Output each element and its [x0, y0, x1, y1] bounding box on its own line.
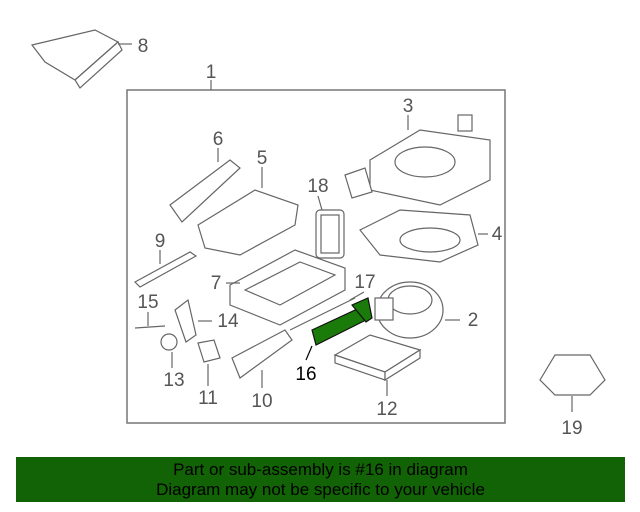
assembly-frame: [126, 89, 506, 424]
part-7-case[interactable]: [226, 249, 346, 326]
callout-11: 11: [198, 388, 218, 409]
callout-3: 3: [403, 96, 414, 117]
banner-line-2: Diagram may not be specific to your vehi…: [156, 480, 485, 499]
callout-13: 13: [163, 370, 184, 391]
part-info-banner: Part or sub-assembly is #16 in diagram D…: [16, 457, 625, 502]
part-17-rod[interactable]: [289, 291, 365, 331]
callout-10: 10: [251, 391, 272, 412]
callout-4: 4: [492, 224, 503, 245]
part-15-pin[interactable]: [134, 312, 166, 329]
callout-12: 12: [376, 399, 397, 420]
part-18-gasket[interactable]: [315, 195, 345, 259]
part-10-filter-cover[interactable]: [231, 329, 293, 388]
part-2-blower-motor[interactable]: [374, 281, 460, 339]
callout-18: 18: [307, 176, 328, 197]
callout-6: 6: [213, 129, 224, 150]
callout-15: 15: [137, 292, 158, 313]
part-5[interactable]: [197, 167, 299, 256]
part-14-door[interactable]: [174, 298, 212, 343]
part-4-blower-housing[interactable]: [359, 209, 488, 263]
callout-16: 16: [295, 364, 316, 385]
callout-7: 7: [211, 273, 222, 294]
part-3-case[interactable]: [344, 114, 491, 206]
callout-17: 17: [354, 272, 375, 293]
callout-14: 14: [217, 311, 239, 332]
part-12-cabin-filter[interactable]: [333, 334, 422, 396]
banner-line-1: Part or sub-assembly is #16 in diagram: [173, 460, 468, 479]
part-19-module[interactable]: [539, 354, 606, 412]
part-11-motor[interactable]: [197, 339, 221, 386]
callout-2: 2: [468, 310, 479, 331]
callout-8: 8: [138, 36, 149, 57]
part-16-highlighted[interactable]: [305, 297, 373, 361]
callout-19: 19: [561, 418, 582, 439]
callout-5: 5: [257, 148, 268, 169]
callout-9: 9: [155, 231, 166, 252]
part-13-actuator[interactable]: [160, 333, 178, 368]
part-9-seal[interactable]: [134, 250, 198, 288]
callout-1: 1: [206, 62, 217, 83]
part-8-duct[interactable]: [30, 29, 132, 89]
part-6[interactable]: [169, 148, 241, 223]
